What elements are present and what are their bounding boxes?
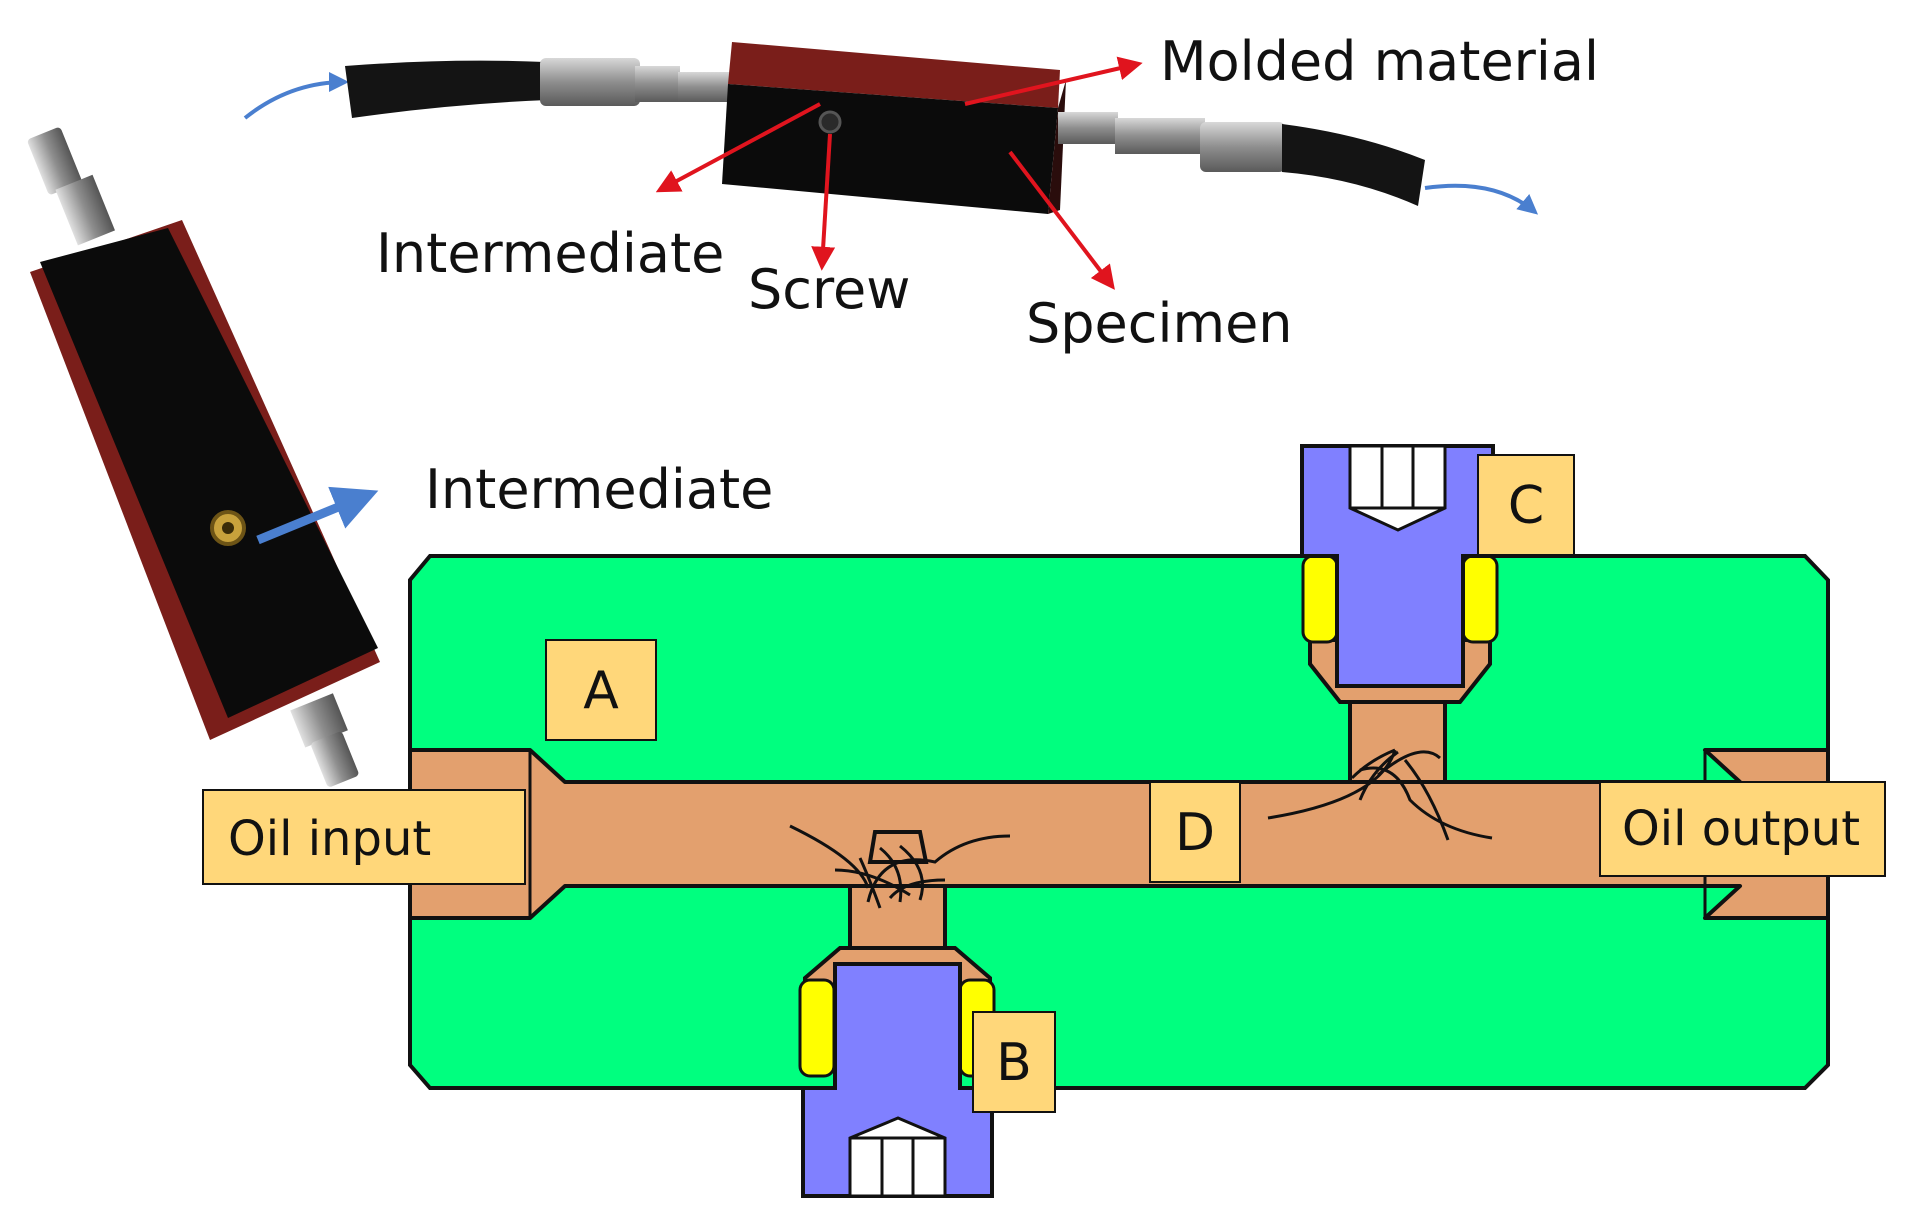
label-a: A — [583, 661, 619, 721]
label-intermediate-top: Intermediate — [376, 222, 724, 285]
right-hose — [1282, 124, 1425, 206]
label-box-a: A — [545, 639, 657, 741]
left-quick-coupler — [678, 72, 730, 102]
right-hose-ferrule — [1200, 122, 1285, 172]
right-quick-coupler — [1058, 112, 1118, 144]
label-box-oil-input: Oil input — [202, 789, 526, 885]
flow-out-arrow-icon — [1424, 183, 1539, 215]
label-box-d: D — [1149, 781, 1241, 883]
cross-section: A B C D Oil input Oil output — [202, 444, 1886, 1198]
arrow-specimen — [1008, 150, 1115, 290]
screw-b-yellow-seal-left — [798, 978, 836, 1078]
side-top-hex — [55, 174, 115, 246]
label-oil-output: Oil output — [1622, 801, 1860, 857]
molded-block-red-side — [728, 42, 1060, 108]
label-c: C — [1508, 476, 1544, 536]
screw-c-fibres — [1267, 748, 1493, 841]
side-top-nipple — [27, 127, 82, 195]
screw-b — [789, 824, 1011, 1198]
screw-c-yellow-seal-left — [1301, 554, 1339, 644]
label-screw: Screw — [748, 258, 910, 321]
screw-b-orange-neck — [848, 884, 947, 950]
arrow-screw — [811, 133, 836, 271]
label-oil-input: Oil input — [228, 811, 431, 867]
label-d: D — [1175, 803, 1215, 863]
top-photo: Molded material Intermediate Screw Speci… — [243, 30, 1599, 355]
molded-block-face — [722, 84, 1058, 214]
side-block-black — [40, 228, 378, 718]
arrow-intermediate-top — [655, 102, 821, 193]
label-b: B — [996, 1033, 1032, 1093]
label-box-b: B — [972, 1011, 1056, 1113]
screw-c-yellow-seal-right — [1461, 554, 1499, 644]
left-hose — [345, 60, 548, 118]
screw-b-fibres — [789, 824, 1011, 909]
label-box-oil-output: Oil output — [1599, 781, 1886, 877]
left-hex-fitting — [635, 66, 680, 102]
side-photo: Intermediate — [27, 127, 773, 787]
side-bottom-nipple — [311, 731, 359, 787]
label-specimen: Specimen — [1026, 292, 1293, 355]
left-hose-ferrule — [540, 58, 640, 106]
label-box-c: C — [1477, 454, 1575, 556]
side-bottom-hex — [290, 693, 348, 748]
screw-b-orange-cap — [867, 830, 929, 864]
side-blue-arrow-icon — [256, 486, 379, 545]
right-hex-fitting — [1115, 118, 1205, 154]
screw-c — [1267, 444, 1499, 841]
side-brass-screw-hole — [222, 522, 234, 534]
label-intermediate-side: Intermediate — [425, 458, 773, 521]
arrow-molded-material — [964, 56, 1143, 106]
flow-in-arrow-icon — [243, 72, 349, 120]
label-molded-material: Molded material — [1160, 30, 1599, 93]
screw-head — [818, 110, 842, 134]
